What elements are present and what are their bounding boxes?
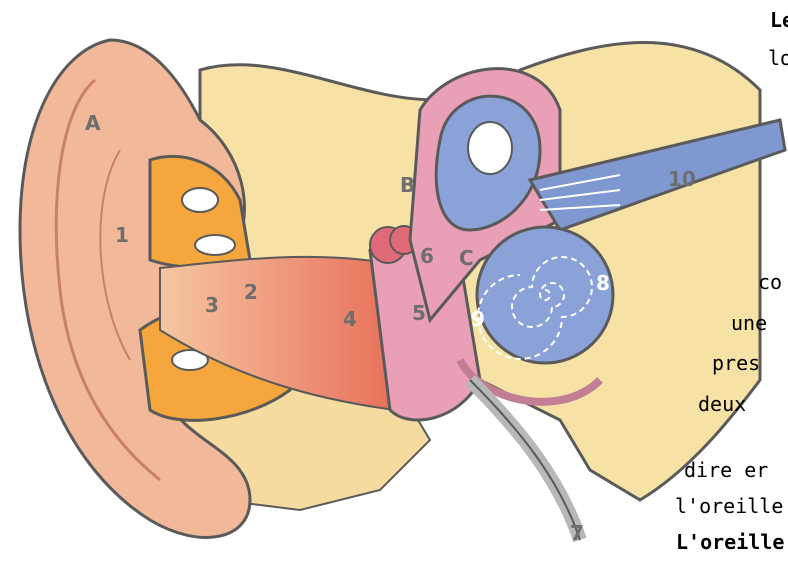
side-text-line-6: deux xyxy=(698,392,746,416)
side-text-line-4: une xyxy=(731,311,767,335)
label-8: 8 xyxy=(596,271,610,295)
cochlea xyxy=(477,227,613,363)
label-2: 2 xyxy=(244,280,258,304)
side-text-line-7: dire er xyxy=(684,458,768,482)
side-text-line-1: Le xyxy=(770,8,788,32)
label-7: 7 xyxy=(570,521,584,545)
label-5: 5 xyxy=(412,301,426,325)
label-B: B xyxy=(400,173,415,197)
label-3: 3 xyxy=(205,293,219,317)
label-9: 9 xyxy=(471,307,485,331)
label-4: 4 xyxy=(343,307,357,331)
side-text-line-9: L'oreille xyxy=(676,530,784,554)
label-10: 10 xyxy=(668,167,696,191)
cartilage-hole-2 xyxy=(195,235,235,255)
label-1: 1 xyxy=(115,223,129,247)
label-6: 6 xyxy=(420,244,434,268)
side-text-line-3: co xyxy=(758,270,782,294)
side-text-line-2: lo xyxy=(768,46,788,70)
semicircular-hole xyxy=(468,122,512,174)
side-text-line-8: l'oreille i xyxy=(675,494,788,518)
label-C: C xyxy=(459,246,474,270)
side-text-line-5: pres xyxy=(712,351,760,375)
cartilage-hole-1 xyxy=(182,188,218,212)
label-A: A xyxy=(85,111,101,135)
